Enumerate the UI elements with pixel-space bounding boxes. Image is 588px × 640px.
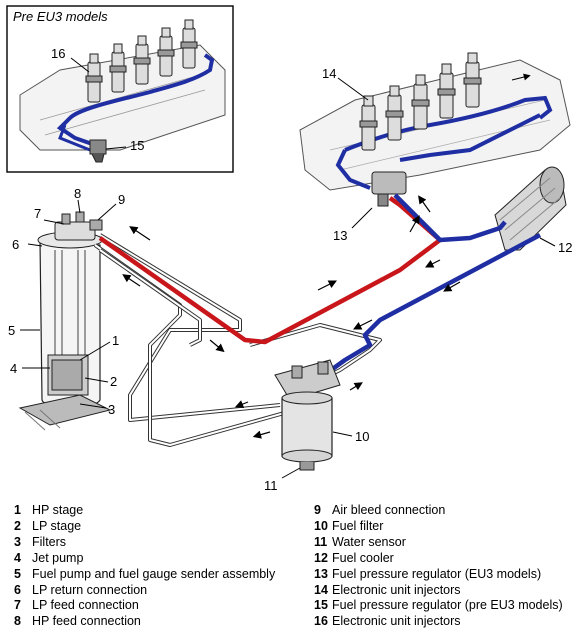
legend-number: 2 <box>14 518 21 533</box>
callout-9: 9 <box>118 192 125 207</box>
legend-number: 9 <box>314 503 321 517</box>
legend-label: Filters <box>32 534 67 549</box>
callout-3: 3 <box>108 402 115 417</box>
legend-number: 5 <box>14 566 21 581</box>
legend-item: 1 HP stage <box>14 503 275 519</box>
callout-8: 8 <box>74 186 81 201</box>
legend-item: 12 Fuel cooler <box>314 551 563 567</box>
legend-number: 14 <box>314 582 328 597</box>
legend-number: 6 <box>14 582 21 597</box>
legend-label: Fuel cooler <box>332 550 394 565</box>
legend-item: 13 Fuel pressure regulator (EU3 models) <box>314 567 563 583</box>
pre-eu3-inset: Pre EU3 models 16 15 <box>6 5 234 173</box>
hp-feed-line <box>98 196 443 345</box>
legend-item: 5 Fuel pump and fuel gauge sender assembl… <box>14 567 275 583</box>
legend-label: HP feed connection <box>32 614 141 629</box>
legend-number: 4 <box>14 550 21 565</box>
legend-item: 11 Water sensor <box>314 535 563 551</box>
legend-label: Fuel pressure regulator (EU3 models) <box>332 566 542 581</box>
legend-label: LP return connection <box>32 582 148 597</box>
legend-label: Air bleed connection <box>332 503 446 517</box>
legend-label: Fuel pump and fuel gauge sender assembly <box>32 566 276 581</box>
callout-5: 5 <box>8 323 15 338</box>
inset-injectors <box>85 19 198 103</box>
legend-item: 16 Electronic unit injectors <box>314 614 563 630</box>
fuel-cooler: 12 <box>494 166 572 255</box>
engine-injectors <box>359 52 482 151</box>
legend-item: 3 Filters <box>14 535 275 551</box>
legend-item: 2 LP stage <box>14 519 275 535</box>
legend-number: 3 <box>14 534 21 549</box>
lp-pipe-1 <box>98 233 281 422</box>
legend-item: 6 LP return connection <box>14 583 275 599</box>
legend-number: 12 <box>314 550 328 565</box>
legend-label: LP stage <box>32 518 82 533</box>
callout-1: 1 <box>112 333 119 348</box>
legend-number: 10 <box>314 518 328 533</box>
fuel-pump-sender-assembly: 6 5 4 1 2 3 7 8 9 <box>8 186 125 431</box>
legend-item: 9 Air bleed connection <box>314 503 563 519</box>
return-line-cooler <box>318 233 542 380</box>
legend-number: 13 <box>314 566 328 581</box>
legend-number: 16 <box>314 614 328 629</box>
callout-11: 11 <box>264 478 278 493</box>
legend-item: 15 Fuel pressure regulator (pre EU3 model… <box>314 598 563 614</box>
fuel-system-diagram: Pre EU3 models 16 15 <box>6 5 572 493</box>
inset-title: Pre EU3 models <box>13 9 108 24</box>
callout-7: 7 <box>34 206 41 221</box>
legend-number: 15 <box>314 598 328 613</box>
return-line-engine <box>393 193 507 243</box>
legend-label: Fuel pressure regulator (pre EU3 models) <box>332 598 563 613</box>
eu3-pressure-regulator <box>371 171 407 207</box>
legend-item: 10 Fuel filter <box>314 519 563 535</box>
fuel-filter: 10 11 <box>264 359 369 493</box>
legend-item: 8 HP feed connection <box>14 614 275 630</box>
legend-item: 7 LP feed connection <box>14 598 275 614</box>
legend-label: Fuel filter <box>332 518 384 533</box>
legend-label: Electronic unit injectors <box>332 582 461 597</box>
legend-label: Water sensor <box>332 534 406 549</box>
callout-12: 12 <box>558 240 572 255</box>
legend-number: 1 <box>14 503 21 517</box>
legend-right-column: 9 Air bleed connection 10 Fuel filter 11 Wa… <box>314 503 563 630</box>
callout-14: 14 <box>322 66 336 81</box>
legend-left-column: 1 HP stage 2 LP stage 3 Filters 4 Jet pump 5… <box>14 503 275 630</box>
callout-16: 16 <box>51 46 65 61</box>
callout-15: 15 <box>130 138 144 153</box>
callout-4: 4 <box>10 361 17 376</box>
fuel-lines <box>93 193 542 447</box>
legend-number: 7 <box>14 598 21 613</box>
legend-label: Electronic unit injectors <box>332 614 461 629</box>
legend-item: 4 Jet pump <box>14 551 275 567</box>
legend-label: HP stage <box>32 503 84 517</box>
flow-arrows <box>122 195 461 439</box>
callout-10: 10 <box>355 429 369 444</box>
engine-assembly: 14 13 <box>299 52 571 243</box>
inset-fuel-rail <box>56 53 215 147</box>
legend-number: 11 <box>314 534 328 549</box>
legend-item: 14 Electronic unit injectors <box>314 583 563 599</box>
inset-pressure-regulator <box>89 139 107 163</box>
callout-13: 13 <box>333 228 347 243</box>
legend-label: LP feed connection <box>32 598 139 613</box>
legend-label: Jet pump <box>32 550 84 565</box>
callout-6: 6 <box>12 237 19 252</box>
callout-2: 2 <box>110 374 117 389</box>
legend-number: 8 <box>14 614 21 629</box>
